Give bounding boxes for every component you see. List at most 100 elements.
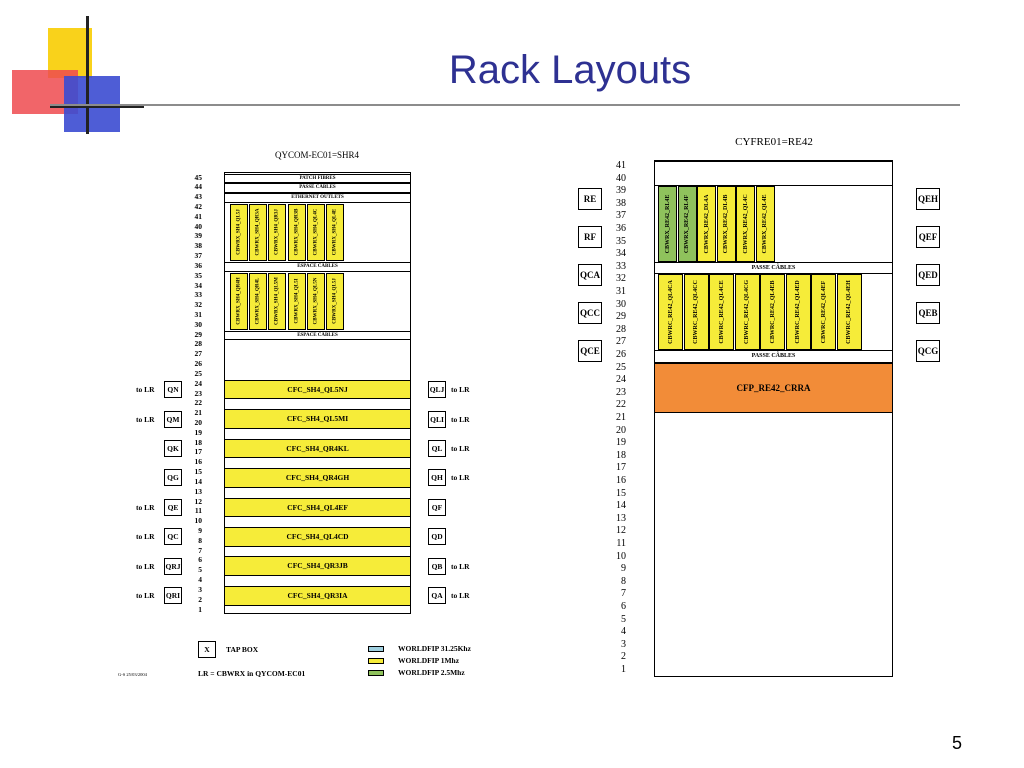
module-card: CBWRC_RE42_QL4EB <box>760 274 785 350</box>
unit-number: 11 <box>616 538 626 549</box>
module-card-label: CBWRX_RE42_RL4F <box>684 194 690 254</box>
unit-number: 22 <box>616 399 626 411</box>
module-card: CBWRX_SH4_QR3A <box>249 203 268 261</box>
unit-number: 1 <box>198 604 202 614</box>
unit-number: 18 <box>616 449 626 461</box>
tap-box-label: TAP BOX <box>226 645 259 654</box>
unit-number: 37 <box>616 210 626 222</box>
module-card: CBWRX_SH4_QL4C <box>306 203 325 261</box>
unit-number: 24 <box>616 374 626 386</box>
lr-note: LR = CBWRX in QYCOM-EC01 <box>198 669 306 678</box>
rack-strip: ETHERNET OUTLETS <box>224 193 411 203</box>
right-connector-box: QH <box>428 469 446 487</box>
left-connector-box: QCC <box>578 302 602 324</box>
right-connector-label: to LR <box>451 561 470 571</box>
unit-number: 27 <box>194 349 203 359</box>
unit-number: 23 <box>194 388 203 398</box>
module-card-label: CBWRX_SH4_QR3J <box>274 209 280 256</box>
unit-number: 33 <box>616 260 626 272</box>
unit-number: 14 <box>194 476 203 486</box>
unit-number: 45 <box>194 172 203 182</box>
module-card: CBWRX_SH4_QL5I <box>287 272 306 330</box>
crate-unit: CFC_SH4_QL5MI <box>224 409 411 429</box>
unit-number: 31 <box>616 286 626 297</box>
module-card: CBWRC_RE42_QL4CC <box>683 274 709 350</box>
unit-number: 34 <box>194 280 203 290</box>
module-card-label: CBWRX_SH4_QL4E <box>332 209 338 256</box>
legend-label: WORLDFIP 31.25Khz <box>398 644 471 653</box>
module-card-label: CBWRX_SH4_QL5J <box>332 278 338 324</box>
unit-number: 36 <box>194 260 203 270</box>
module-card-label: CBWRX_SH4_QL5N <box>313 277 319 325</box>
module-card: CBWRX_SH4_QL5M <box>268 272 287 330</box>
module-card-label: CBWRX_RE42_QL4E <box>762 194 768 254</box>
left-connector-box: QG <box>164 469 182 487</box>
unit-number: 8 <box>198 535 202 545</box>
unit-number: 8 <box>621 575 626 587</box>
module-card-label: CBWRX_RE42_DL4B <box>723 194 729 254</box>
module-card-label: CBWRC_RE42_QL4CC <box>693 280 699 345</box>
unit-number: 25 <box>616 361 626 373</box>
unit-number: 33 <box>194 290 203 300</box>
module-card: CBWRX_RE42_RL4F <box>677 186 697 262</box>
unit-number: 6 <box>198 555 202 565</box>
left-connector-label: to LR <box>136 385 155 395</box>
module-card-label: CBWRC_RE42_QL4EF <box>820 280 827 344</box>
unit-number: 16 <box>194 457 203 467</box>
left-connector-box: QN <box>164 381 182 399</box>
left-connector-label: to LR <box>136 502 155 512</box>
left-connector-box: QC <box>164 528 182 546</box>
slide-title: Rack Layouts <box>448 48 692 92</box>
module-card-label: CBWRX_RE42_DL4A <box>703 194 710 254</box>
logo-decoration <box>12 16 144 136</box>
right-connector-box: QEH <box>916 188 940 210</box>
unit-number: 31 <box>194 309 203 319</box>
module-card: CBWRX_RE42_QL4E <box>755 186 775 262</box>
unit-number: 14 <box>616 500 626 512</box>
module-card: CBWRC_RE42_QL4EH <box>836 274 862 350</box>
unit-number: 9 <box>198 526 202 536</box>
unit-number: 26 <box>194 359 203 369</box>
right-rack-title: CYFRE01=RE42 <box>735 136 813 148</box>
module-card-label: CBWRX_SH4_QL4C <box>313 209 319 256</box>
left-connector-box: RE <box>578 188 602 210</box>
right-connector-box: QD <box>428 528 446 546</box>
espace-cables: ESPACE CÂBLES <box>224 261 411 272</box>
unit-number: 29 <box>194 329 203 339</box>
unit-number: 15 <box>616 487 626 499</box>
unit-number: 20 <box>616 424 626 436</box>
unit-number: 21 <box>194 408 203 418</box>
right-connector-box: QED <box>916 264 940 286</box>
module-card-label: CBWRC_RE42_QL4EB <box>769 280 776 344</box>
right-connector-box: QEF <box>916 226 940 248</box>
unit-number: 17 <box>194 447 203 457</box>
module-card: CBWRX_SH4_QR4H <box>230 272 248 330</box>
unit-number: 13 <box>616 512 626 524</box>
unit-number: 12 <box>194 496 203 506</box>
unit-number: 16 <box>616 475 626 486</box>
crate-unit: CFC_SH4_QR3JB <box>224 556 411 577</box>
unit-number: 3 <box>198 584 202 594</box>
left-connector-box: QCE <box>578 340 602 362</box>
rack-blank <box>654 161 893 187</box>
module-card: CBWRX_SH4_QL4E <box>326 203 344 261</box>
module-card-label: CBWRX_SH4_QL5M <box>274 277 280 326</box>
unit-number: 40 <box>194 221 203 231</box>
module-card: CBWRX_RE42_QL4C <box>736 186 755 262</box>
unit-number: 18 <box>194 437 203 447</box>
right-connector-box: QL <box>428 439 446 457</box>
unit-number: 11 <box>194 506 202 516</box>
right-connector-label: to LR <box>451 385 470 395</box>
unit-number: 3 <box>621 638 626 650</box>
unit-number: 44 <box>194 182 203 192</box>
unit-number: 19 <box>194 427 203 437</box>
unit-number: 10 <box>616 550 626 562</box>
crate-unit: CFC_SH4_QL4CD <box>224 527 411 547</box>
right-connector-box: QLJ <box>428 381 446 399</box>
right-connector-label: to LR <box>451 473 470 483</box>
right-connector-box: QA <box>428 587 446 605</box>
right-connector-box: QF <box>428 498 446 516</box>
passe-cables: PASSE CÂBLES <box>654 261 893 275</box>
module-card-label: CBWRC_RE42_QL4EH <box>846 280 852 345</box>
module-card: CBWRC_RE42_QL4EF <box>811 274 836 350</box>
